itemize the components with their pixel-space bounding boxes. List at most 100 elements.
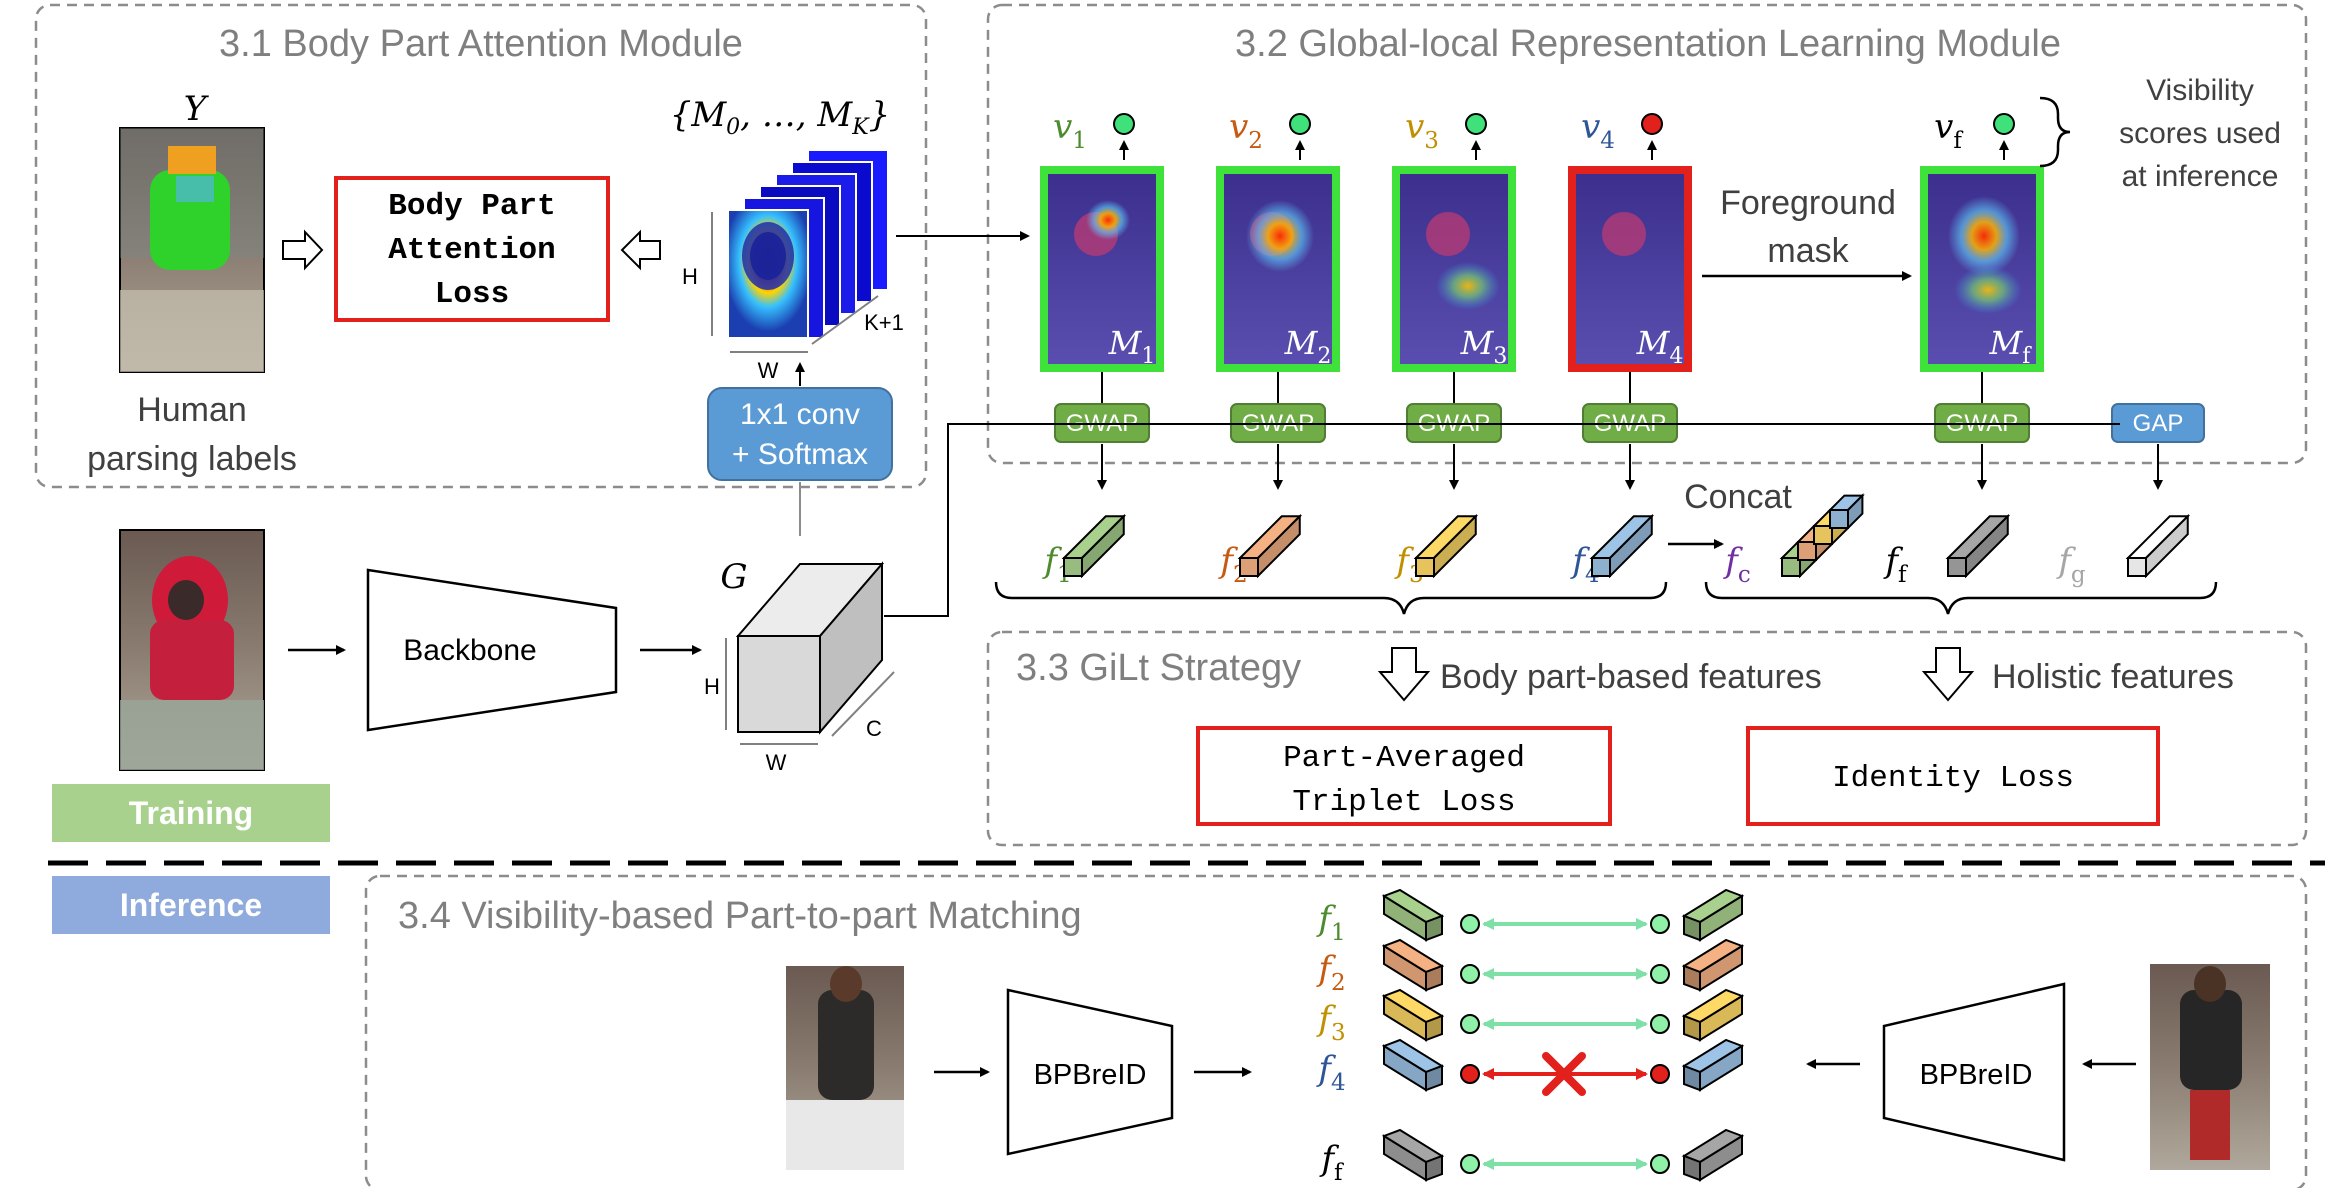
- attention-map-heat-2: [1246, 200, 1314, 272]
- visibility-line2: scores used: [2119, 117, 2281, 150]
- concat-segment-4: [1827, 493, 1865, 531]
- inference-badge: Inference: [52, 876, 330, 934]
- visibility-dot-4: [1641, 113, 1663, 135]
- visibility-dot-1: [1113, 113, 1135, 135]
- y-label: Y: [184, 89, 210, 129]
- triplet-line2: Triplet Loss: [1292, 785, 1515, 820]
- match-left-dot-5: [1460, 1154, 1480, 1174]
- visibility-score-label-3: v3: [1405, 107, 1439, 154]
- attention-map-1: [1040, 166, 1164, 372]
- match-feature-label-1: f1: [1315, 899, 1345, 946]
- training-input-image: [119, 529, 265, 771]
- section-3-1-title: 3.1 Body Part Attention Module: [219, 23, 743, 65]
- feature-prism-4: [1589, 513, 1655, 579]
- attention-maps-stack: [727, 149, 889, 339]
- match-right-dot-2: [1650, 964, 1670, 984]
- match-left-prism-2: [1381, 938, 1445, 992]
- part-averaged-triplet-loss-box: Part-Averaged Triplet Loss: [1196, 726, 1612, 826]
- attention-map-label-2: M2: [1284, 324, 1332, 369]
- match-right-prism-5: [1681, 1128, 1745, 1182]
- match-row-3: f3: [1315, 988, 1745, 1046]
- match-right-dot-4: [1650, 1064, 1670, 1084]
- triplet-line1: Part-Averaged: [1283, 741, 1525, 776]
- match-feature-label-2: f2: [1315, 949, 1345, 996]
- visibility-score-label-2: v2: [1229, 107, 1263, 154]
- cube-h-dim: H: [704, 674, 720, 699]
- part-column-4: v4M4GWAPf4: [1568, 107, 1692, 588]
- visibility-line3: at inference: [2122, 160, 2279, 193]
- match-right-prism-1: [1681, 888, 1745, 942]
- body-part-features-label: Body part-based features: [1440, 658, 1822, 696]
- section-3-4-box: 3.4 Visibility-based Part-to-part Matchi…: [364, 874, 2308, 1188]
- backbone-label: Backbone: [403, 634, 536, 667]
- match-left-prism-1: [1381, 888, 1445, 942]
- hollow-arrow-left-to-loss: [282, 229, 324, 271]
- g-label: G: [720, 557, 747, 597]
- attention-map-label-1: M1: [1108, 324, 1156, 369]
- hollow-down-arrow-part: [1377, 647, 1431, 702]
- attention-maps-set-label: {M0, …, MK}: [670, 95, 891, 140]
- foreground-label-line1: Foreground: [1720, 184, 1896, 222]
- human-parsing-caption-line1: Human: [137, 391, 247, 429]
- visibility-dot-f: [1993, 113, 2015, 135]
- visibility-score-label-4: v4: [1581, 107, 1615, 154]
- attention-map-person-4: [1602, 212, 1646, 256]
- bpa-loss-line2: Attention: [388, 233, 555, 268]
- match-left-prism-5: [1381, 1128, 1445, 1182]
- inference-label: Inference: [120, 887, 262, 923]
- backbone-trapezoid: Backbone: [366, 568, 618, 732]
- cube-w-dim: W: [766, 750, 787, 775]
- hollow-down-arrow-holistic: [1921, 647, 1975, 702]
- human-parsing-caption-line2: parsing labels: [87, 440, 297, 478]
- match-row-5: ff: [1318, 1128, 1745, 1186]
- feature-prism-1: [1061, 513, 1127, 579]
- visibility-dot-3: [1465, 113, 1487, 135]
- visibility-score-label-1: v1: [1053, 107, 1087, 154]
- conv-softmax-box: 1x1 conv + Softmax: [707, 387, 893, 481]
- conv-line2: + Softmax: [732, 438, 868, 471]
- part-column-3: v3M3GWAPf3: [1392, 107, 1516, 588]
- maps-k1-dim: K+1: [864, 310, 904, 335]
- body-part-attention-loss-box: Body Part Attention Loss: [334, 176, 610, 322]
- cube-to-gwap-connector: [884, 423, 1046, 617]
- feature-label-g: fg: [2055, 541, 2086, 588]
- attention-map-heat-3: [1436, 262, 1500, 310]
- match-row-4: f4: [1315, 1038, 1745, 1096]
- match-left-prism-3: [1381, 988, 1445, 1042]
- bpa-loss-line1: Body Part: [388, 189, 555, 224]
- training-badge: Training: [52, 784, 330, 842]
- holistic-features-label: Holistic features: [1992, 658, 2234, 696]
- maps-w-dim: W: [758, 358, 779, 383]
- feature-prism-3: [1413, 513, 1479, 579]
- concat-label: Concat: [1684, 478, 1792, 516]
- match-feature-label-5: ff: [1318, 1139, 1344, 1186]
- visibility-score-label-f: vf: [1934, 107, 1963, 154]
- attention-map-label-4: M4: [1636, 324, 1684, 369]
- match-right-dot-3: [1650, 1014, 1670, 1034]
- match-right-dot-5: [1650, 1154, 1670, 1174]
- feature-label-c: fc: [1722, 541, 1750, 588]
- match-right-dot-1: [1650, 914, 1670, 934]
- query-image: [786, 966, 904, 1170]
- match-row-2: f2: [1315, 938, 1745, 996]
- training-label: Training: [129, 795, 253, 831]
- no-match-cross-icon: [1542, 1052, 1586, 1096]
- concat-feature-stack: [1779, 493, 1865, 579]
- match-left-dot-3: [1460, 1014, 1480, 1034]
- gap-label: GAP: [2133, 410, 2184, 437]
- attention-map-heat-f1: [1948, 196, 2020, 276]
- match-left-dot-2: [1460, 964, 1480, 984]
- feature-prism-2: [1237, 513, 1303, 579]
- feature-map-cube: [735, 561, 885, 735]
- match-right-prism-4: [1681, 1038, 1745, 1092]
- match-row-1: f1: [1315, 888, 1745, 946]
- attention-map-heat-1: [1086, 200, 1130, 240]
- identity-loss-box: Identity Loss: [1746, 726, 2160, 826]
- match-right-prism-2: [1681, 938, 1745, 992]
- match-left-prism-4: [1381, 1038, 1445, 1092]
- match-left-dot-1: [1460, 914, 1480, 934]
- cube-c-dim-line: [831, 671, 895, 737]
- cube-c-dim: C: [866, 716, 882, 741]
